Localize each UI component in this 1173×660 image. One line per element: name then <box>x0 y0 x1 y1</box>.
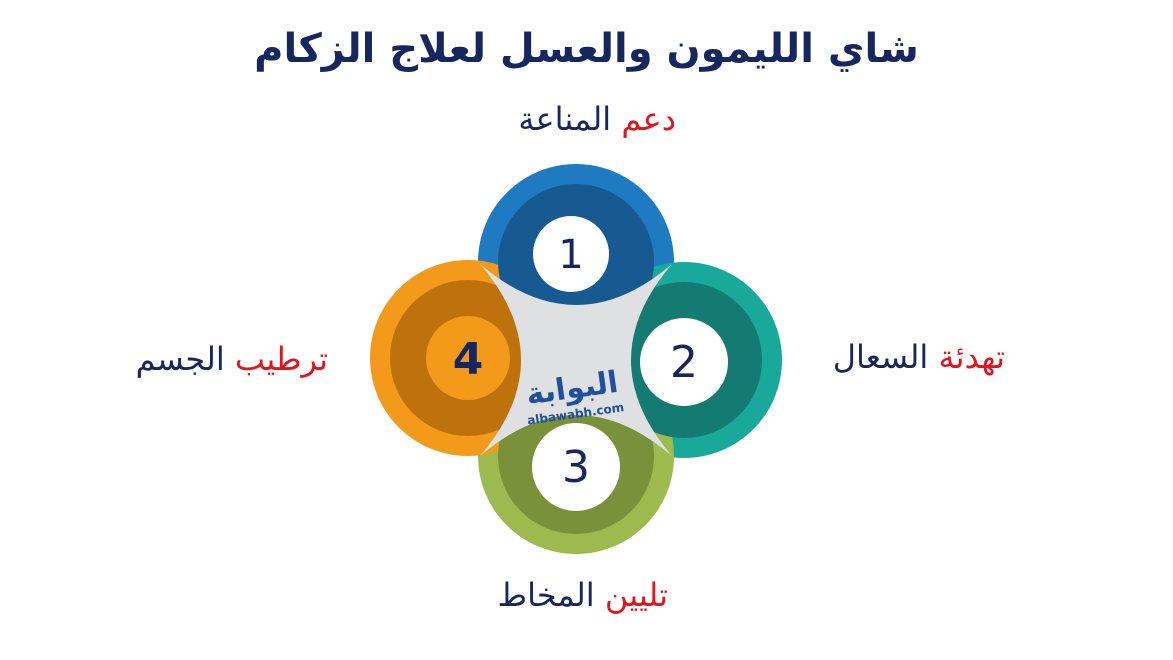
item-1-text: المناعة <box>518 100 612 138</box>
item-1-label: دعم المناعة <box>518 100 676 138</box>
badge-2 <box>640 318 728 406</box>
item-1-keyword: دعم <box>621 100 676 138</box>
badge-3 <box>532 423 620 511</box>
badge-4 <box>426 316 510 400</box>
badge-1 <box>533 216 609 292</box>
item-4-keyword: ترطيب <box>234 340 328 378</box>
number-4: 4 <box>453 334 484 385</box>
number-3: 3 <box>562 442 590 493</box>
item-2-text: السعال <box>832 338 929 376</box>
item-2-label: تهدئة السعال <box>833 338 1005 376</box>
center-shape <box>480 264 672 456</box>
item-2-keyword: تهدئة <box>938 338 1005 376</box>
number-2: 2 <box>670 337 698 388</box>
item-3-text: المخاط <box>497 576 595 614</box>
number-1: 1 <box>558 232 583 278</box>
page-title: شاي الليمون والعسل لعلاج الزكام <box>254 26 919 72</box>
item-3-keyword: تليين <box>604 576 668 614</box>
item-3-label: تليين المخاط <box>498 576 668 614</box>
item-4-text: الجسم <box>135 340 225 378</box>
item-4-label: ترطيب الجسم <box>136 340 328 378</box>
